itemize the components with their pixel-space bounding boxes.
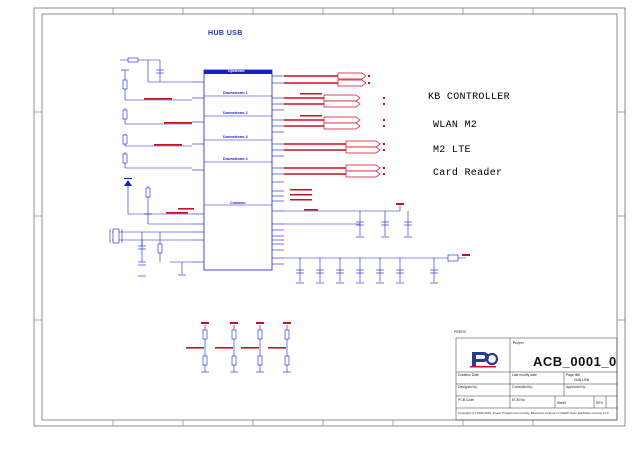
left-net-labels: [144, 98, 194, 214]
left-passives: [109, 57, 192, 274]
power-rail: [284, 205, 466, 282]
ic-section-downstream-2: Downstream 2: [223, 111, 248, 115]
ic-section-downstream-1: Downstream 1: [223, 91, 248, 95]
tb-prefix-label: PREFIX: [454, 330, 467, 334]
ic-section-upstream: Upstream: [228, 69, 245, 73]
tb-pcb-code-label: PCB Code: [458, 398, 475, 402]
ic-right-pins: [272, 75, 284, 265]
tb-copyright: Copyright (C) 2004-2015, Power Program C…: [458, 411, 609, 415]
ic-section-downstream-4: Downstream 4: [223, 157, 248, 161]
tb-project-name: ACB_0001_0: [533, 354, 617, 369]
usb-diff-pairs: [284, 72, 385, 201]
tb-sheet-label: Sheet: [557, 401, 566, 405]
ic-section-downstream-3: Downstream 3: [223, 135, 248, 139]
annotation-card-reader: Card Reader: [433, 168, 503, 179]
tb-approved-by-label: Approved by:: [566, 385, 586, 389]
annotation-wlan-m2: WLAN M2: [433, 120, 478, 131]
usb-hub-ic: [203, 69, 273, 271]
tb-page-title-label: Page title: [566, 373, 581, 377]
tb-rev-label: REV: [596, 401, 603, 405]
annotation-kb-controller: KB CONTROLLER: [428, 92, 510, 103]
ground-symbols: [296, 236, 438, 284]
pro-logo: [470, 348, 499, 368]
left-grounds: [121, 69, 186, 277]
tb-ecm-label: ECM No: [512, 398, 525, 402]
tb-project-label: Project: [513, 341, 524, 345]
block-title: HUB USB: [208, 30, 243, 37]
ic-left-pins: [192, 81, 204, 263]
bottom-net-labels: [186, 322, 291, 349]
annotation-m2-lte: M2 LTE: [433, 145, 471, 156]
power-markers: [304, 203, 470, 256]
frame-ticks: [34, 8, 625, 426]
title-block-frame: [455, 337, 618, 421]
bottom-resistors: [201, 325, 291, 373]
tb-page-title-value: HUB USB: [574, 378, 590, 382]
tb-last-modify-label: Last modify date: [512, 373, 537, 377]
left-diode: [124, 178, 132, 186]
ic-section-common: Common: [230, 201, 246, 205]
tb-controlled-by-label: Controlled by:: [512, 385, 533, 389]
tb-creation-date-label: Creation Date: [458, 373, 479, 377]
tb-designed-by-label: Designed by:: [458, 385, 478, 389]
